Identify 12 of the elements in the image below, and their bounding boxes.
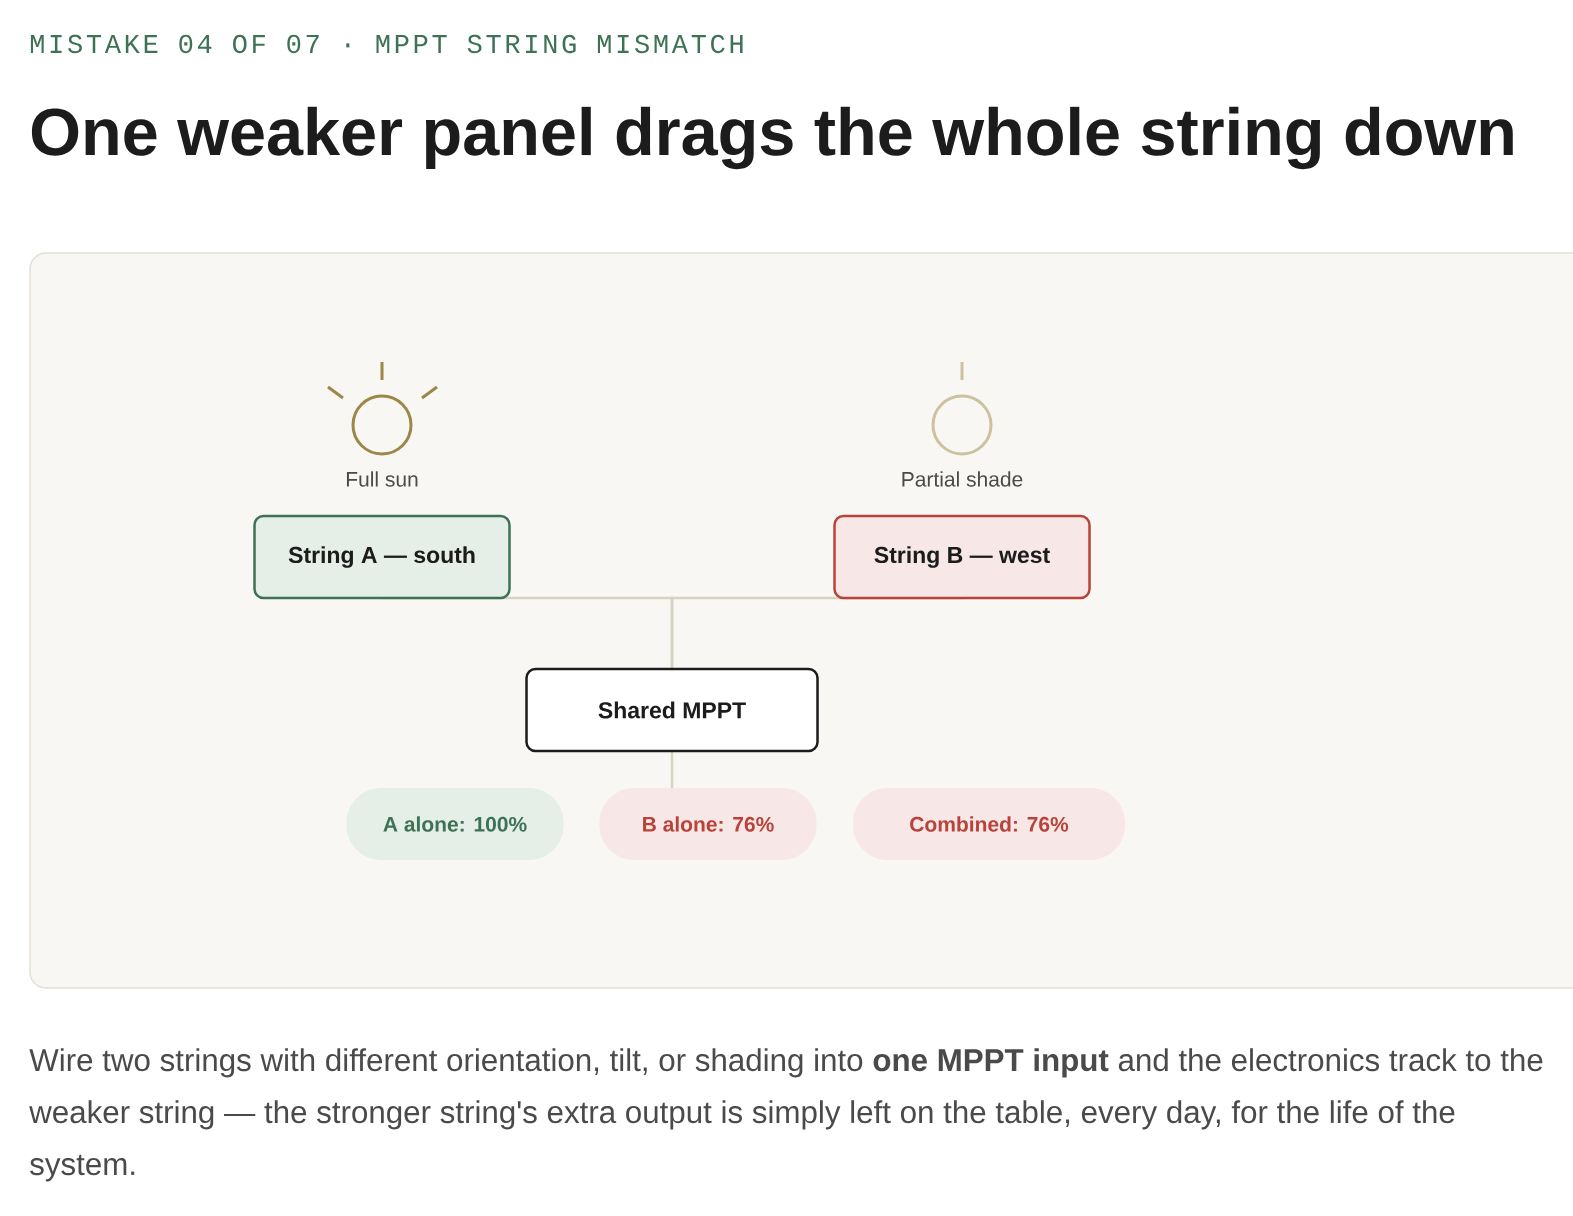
process-box: String A — south [253, 514, 511, 600]
result-pill: Combined: 76% [852, 787, 1126, 861]
eyebrow-text: MISTAKE 04 OF 07 · MPPT STRING MISMATCH [30, 34, 743, 54]
title: One weaker panel drags the whole string down [31, 106, 1513, 170]
caption-text: Partial shade [902, 471, 1023, 487]
result-pill: A alone: 100% [346, 787, 564, 861]
caption-paragraph: Wire two strings with different orientation, tilt, or shading into one MPPT input and the electronics track to the weaker string — the stronger string's extra output is simply left on the table, every day, for the life of the system. [29, 1048, 1543, 1182]
connector-line [670, 751, 674, 788]
process-box: Shared MPPT [525, 667, 819, 753]
result-pill: B alone: 76% [599, 787, 817, 861]
caption-text: Full sun [346, 471, 418, 487]
process-box: String B — west [833, 514, 1091, 600]
